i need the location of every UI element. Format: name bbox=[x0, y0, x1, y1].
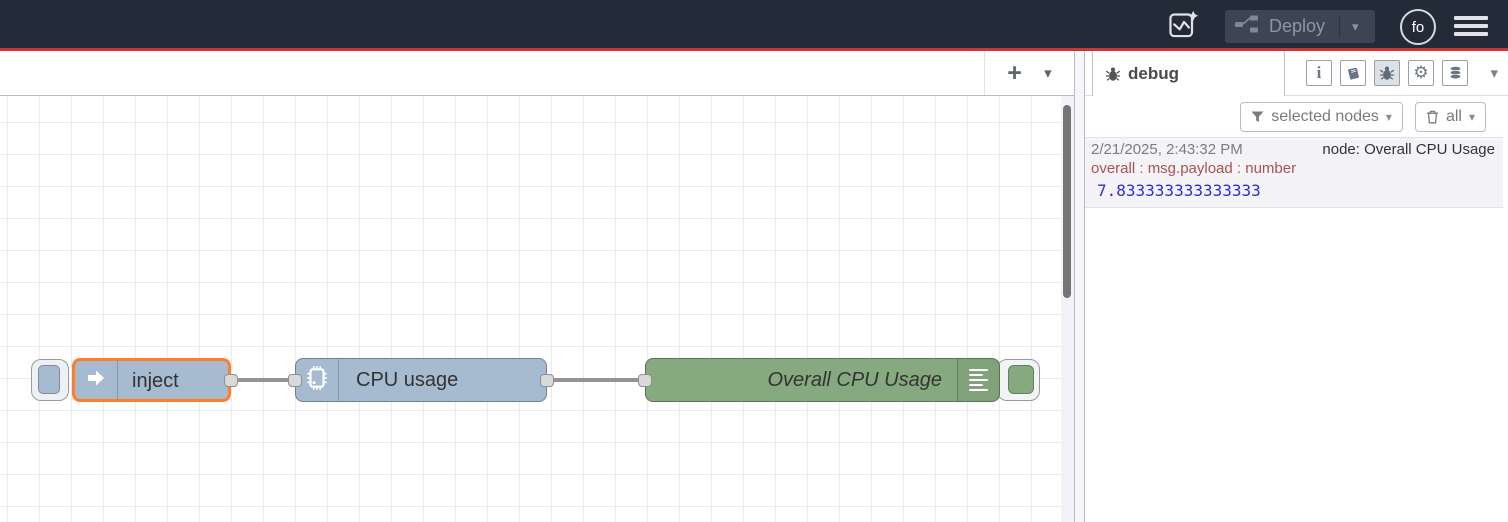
debug-console-icon bbox=[969, 368, 988, 392]
debug-message-property: overall : msg.payload : number bbox=[1091, 160, 1297, 177]
debug-tab-label: debug bbox=[1128, 63, 1179, 83]
debug-node-icon-region bbox=[957, 359, 999, 401]
flow-list-caret-icon[interactable]: ▾ bbox=[1044, 65, 1052, 82]
tab-debug[interactable]: debug bbox=[1092, 51, 1285, 96]
sidebar-options-caret-icon[interactable]: ▾ bbox=[1490, 65, 1498, 82]
inject-arrow-icon bbox=[84, 367, 108, 394]
inject-trigger-button-inner bbox=[38, 365, 60, 394]
debug-tab-icon[interactable] bbox=[1374, 60, 1400, 86]
node-label: inject bbox=[132, 370, 179, 392]
sidebar: debug i bbox=[1085, 51, 1508, 522]
context-data-icon[interactable] bbox=[1442, 60, 1468, 86]
add-flow-button[interactable]: + bbox=[1007, 58, 1022, 87]
sidebar-tab-header: debug i bbox=[1085, 51, 1508, 96]
deploy-button[interactable]: Deploy ▾ bbox=[1225, 10, 1375, 43]
cpu-node-icon-region bbox=[296, 359, 339, 401]
assistant-flow-icon[interactable] bbox=[1166, 7, 1202, 43]
debug-toggle-button[interactable] bbox=[997, 359, 1040, 401]
debug-clear-dropdown[interactable]: all ▾ bbox=[1414, 101, 1486, 132]
canvas-scrollbar-thumb[interactable] bbox=[1063, 105, 1071, 298]
node-cpu-usage[interactable]: CPU usage bbox=[295, 358, 547, 402]
wire-inject-to-cpu[interactable] bbox=[234, 378, 296, 382]
config-gear-icon[interactable]: ⚙ bbox=[1408, 60, 1434, 86]
debug-input-port[interactable] bbox=[638, 374, 652, 387]
inject-output-port[interactable] bbox=[224, 374, 238, 387]
sidebar-resize-handle[interactable] bbox=[1074, 51, 1085, 522]
user-avatar[interactable]: fo bbox=[1400, 9, 1436, 45]
node-debug-overall-cpu[interactable]: Overall CPU Usage bbox=[645, 358, 1000, 402]
inject-node-icon-region bbox=[75, 361, 118, 399]
header-bar: Deploy ▾ fo bbox=[0, 0, 1508, 48]
info-tab-icon[interactable]: i bbox=[1306, 60, 1332, 86]
debug-clear-label: all bbox=[1445, 107, 1462, 125]
debug-message[interactable]: 2/21/2025, 2:43:32 PM node: Overall CPU … bbox=[1085, 137, 1503, 208]
deploy-button-label: Deploy bbox=[1269, 16, 1326, 36]
debug-message-timestamp: 2/21/2025, 2:43:32 PM bbox=[1091, 141, 1243, 158]
help-book-icon[interactable] bbox=[1340, 60, 1366, 86]
debug-message-source-node: node: Overall CPU Usage bbox=[1322, 141, 1495, 158]
debug-filter-label: selected nodes bbox=[1271, 107, 1379, 125]
cpu-output-port[interactable] bbox=[540, 374, 554, 387]
sidebar-icon-bar: i ⚙ bbox=[1306, 60, 1468, 86]
debug-toggle-button-inner bbox=[1008, 365, 1034, 394]
header-accent-line bbox=[0, 48, 1508, 51]
bug-icon bbox=[1105, 66, 1121, 82]
wire-cpu-to-debug[interactable] bbox=[549, 378, 645, 382]
debug-message-meta: 2/21/2025, 2:43:32 PM node: Overall CPU … bbox=[1091, 141, 1495, 158]
workspace-tab-bar: + ▾ bbox=[0, 51, 1074, 96]
cpu-chip-icon bbox=[305, 365, 329, 396]
flow-canvas[interactable] bbox=[0, 96, 1061, 522]
trash-icon bbox=[1426, 110, 1439, 124]
filter-caret-icon: ▾ bbox=[1385, 109, 1392, 124]
inject-trigger-button[interactable] bbox=[31, 359, 69, 401]
filter-funnel-icon bbox=[1251, 111, 1264, 123]
node-label: Overall CPU Usage bbox=[767, 369, 942, 391]
node-inject[interactable]: inject bbox=[72, 358, 231, 402]
node-label: CPU usage bbox=[356, 369, 459, 391]
debug-filter-dropdown[interactable]: selected nodes ▾ bbox=[1240, 101, 1403, 132]
deploy-flow-icon bbox=[1235, 15, 1259, 38]
deploy-divider bbox=[1339, 16, 1341, 37]
clear-caret-icon: ▾ bbox=[1468, 109, 1475, 124]
main-menu-icon[interactable] bbox=[1454, 16, 1488, 36]
deploy-options-caret-icon[interactable]: ▾ bbox=[1352, 18, 1359, 34]
avatar-initials: fo bbox=[1411, 18, 1425, 36]
tab-bar-actions: + ▾ bbox=[984, 51, 1074, 95]
debug-message-value[interactable]: 7.833333333333333 bbox=[1097, 181, 1261, 200]
cpu-input-port[interactable] bbox=[288, 374, 302, 387]
debug-toolbar: selected nodes ▾ all ▾ bbox=[1085, 96, 1508, 137]
canvas-vertical-scrollbar[interactable] bbox=[1061, 96, 1074, 522]
